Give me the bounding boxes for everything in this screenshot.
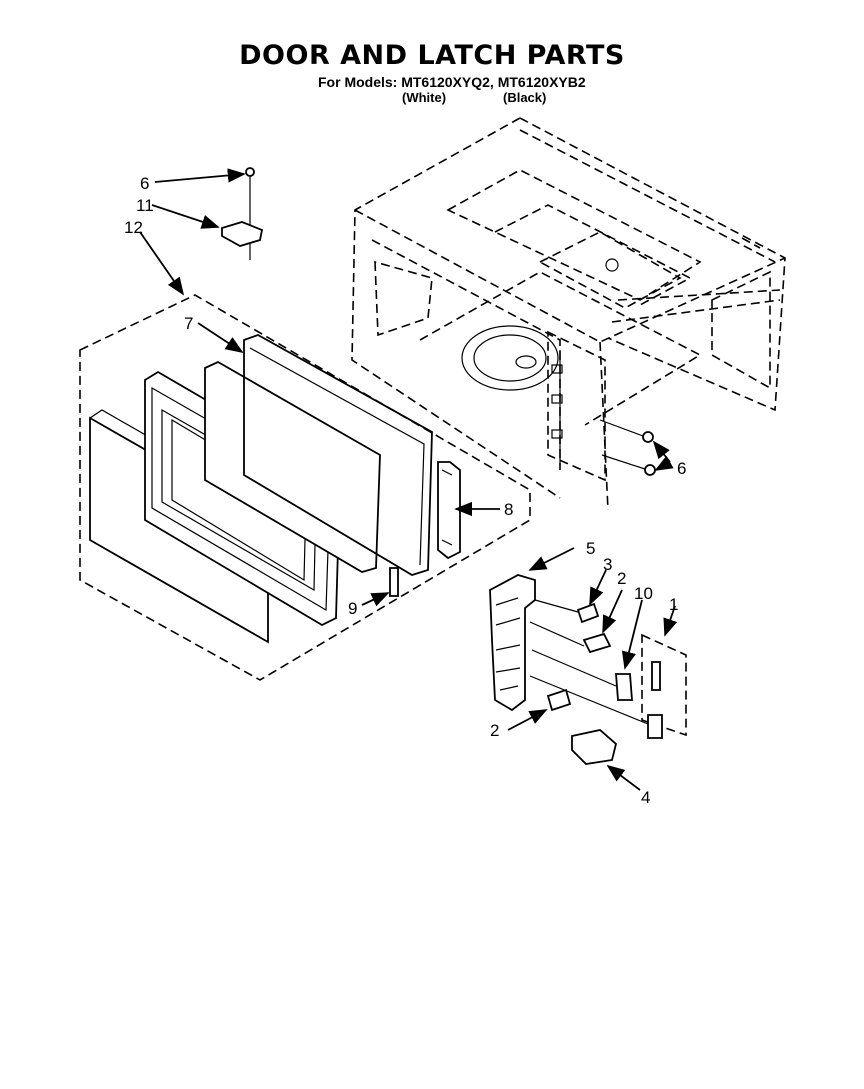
callout-3: 3 — [603, 555, 612, 574]
callout-leaders — [139, 168, 678, 791]
callout-12: 12 — [124, 218, 143, 237]
door-assembly — [79, 294, 531, 681]
callout-11: 11 — [136, 196, 154, 215]
diagram-title: DOOR AND LATCH PARTS — [239, 40, 625, 71]
callout-5: 5 — [586, 539, 595, 558]
callout-4: 4 — [641, 788, 650, 807]
callout-labels: 6 11 12 7 8 9 6 5 3 2 10 1 2 4 — [124, 174, 686, 807]
latch-switch-assembly — [489, 574, 687, 765]
screw-icon — [599, 419, 656, 476]
variant-black-label: (Black) — [503, 90, 547, 105]
callout-7: 7 — [184, 314, 193, 333]
callout-2-upper: 2 — [617, 569, 626, 588]
hinge-parts — [221, 167, 264, 260]
variant-white-label: (White) — [402, 90, 447, 105]
models-line: For Models: MT6120XYQ2, MT6120XYB2 — [318, 74, 586, 90]
callout-6-screws: 6 — [677, 459, 686, 478]
callout-6-hinge: 6 — [140, 174, 149, 193]
callout-1: 1 — [669, 595, 678, 614]
callout-8: 8 — [504, 500, 513, 519]
callout-9: 9 — [348, 599, 357, 618]
oven-cavity — [351, 117, 786, 511]
callout-2-lower: 2 — [490, 721, 499, 740]
callout-10: 10 — [634, 584, 653, 603]
